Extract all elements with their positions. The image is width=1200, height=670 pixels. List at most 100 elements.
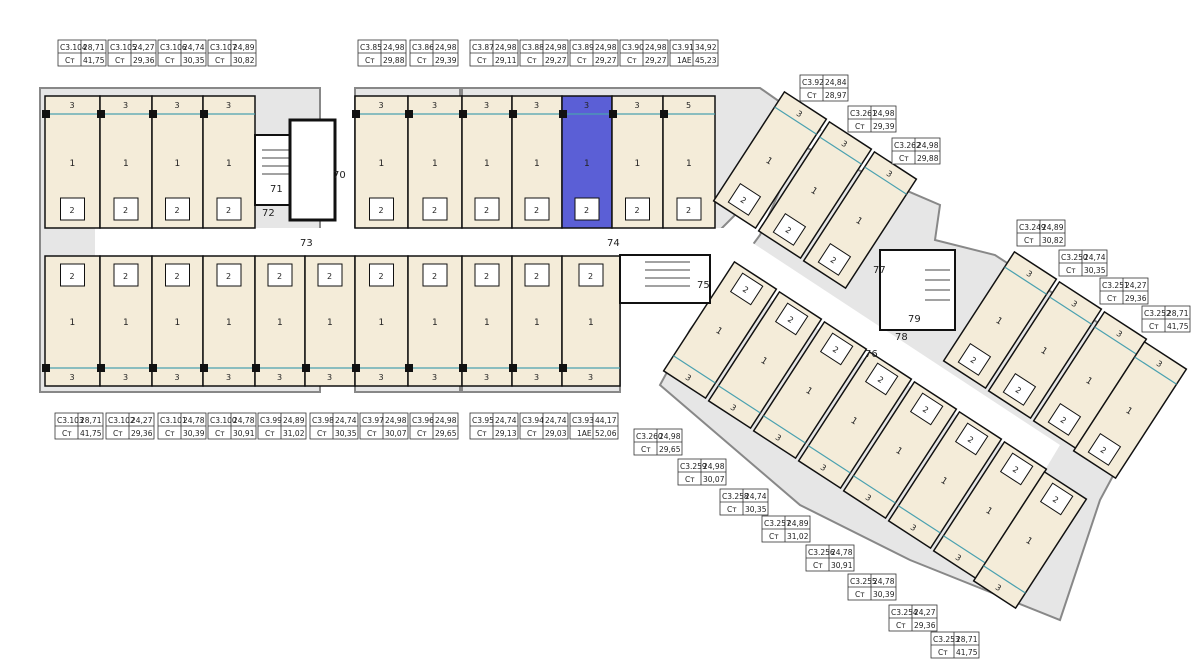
- unit-С3.250[interactable]: 312: [987, 280, 1103, 420]
- unit-code: С3.251: [1102, 281, 1129, 290]
- bedroom-label: 1: [534, 318, 540, 328]
- unit-С3.104[interactable]: 312: [42, 95, 101, 229]
- unit-С3.90[interactable]: 312: [609, 95, 664, 229]
- unit-С3.95[interactable]: 312: [459, 255, 513, 387]
- unit-С3.259[interactable]: 312: [707, 290, 823, 430]
- unit-С3.87[interactable]: 312: [459, 95, 513, 229]
- unit-С3.102[interactable]: 312: [97, 255, 153, 387]
- unit-С3.105[interactable]: 312: [97, 95, 153, 229]
- unit-С3.86[interactable]: 312: [405, 95, 463, 229]
- unit-С3.261[interactable]: 312: [757, 120, 873, 260]
- unit-area: 24,98: [645, 43, 667, 52]
- bath-label: 2: [784, 225, 793, 235]
- unit-С3.257[interactable]: 312: [797, 350, 913, 490]
- bath-label: 2: [226, 206, 231, 215]
- unit-С3.255[interactable]: 312: [887, 410, 1003, 550]
- unit-С3.251[interactable]: 312: [1032, 310, 1148, 450]
- unit-total: 31,02: [787, 532, 809, 541]
- unit-С3.96[interactable]: 312: [405, 255, 463, 387]
- balcony-label: 3: [175, 101, 180, 110]
- bedroom-label: 1: [175, 318, 181, 328]
- unit-С3.258[interactable]: 312: [752, 320, 868, 460]
- unit-С3.93[interactable]: 312: [559, 255, 621, 387]
- unit-С3.249[interactable]: 312: [942, 250, 1058, 390]
- unit-С3.101[interactable]: 312: [149, 255, 204, 387]
- unit-С3.88[interactable]: 312: [509, 95, 563, 229]
- unit-С3.100[interactable]: 312: [200, 255, 256, 387]
- unit-С3.99[interactable]: 312: [252, 255, 306, 387]
- unit-С3.256[interactable]: 312: [842, 380, 958, 520]
- unit-code: С3.104: [60, 43, 87, 52]
- unit-area: 24,98: [545, 43, 567, 52]
- unit-С3.262[interactable]: 312: [802, 150, 918, 290]
- unit-total: 45,23: [695, 56, 717, 65]
- unit-С3.85[interactable]: 312: [352, 95, 409, 229]
- unit-area: 24,98: [435, 416, 457, 425]
- balcony-label: 3: [432, 373, 437, 382]
- unit-С3.103[interactable]: 312: [42, 255, 101, 387]
- balcony-label: 3: [432, 101, 437, 110]
- bath-label: 2: [876, 375, 885, 385]
- balcony-label: 3: [588, 373, 593, 382]
- unit-С3.107[interactable]: 312: [200, 95, 256, 229]
- unit-total: 29,27: [595, 56, 617, 65]
- unit-С3.91[interactable]: 512: [660, 95, 716, 229]
- unit-type: Ст: [1107, 294, 1117, 303]
- unit-С3.106[interactable]: 312: [149, 95, 204, 229]
- unit-type: 1АЕ: [577, 429, 592, 438]
- unit-С3.89[interactable]: 312: [559, 95, 613, 229]
- unit-С3.260[interactable]: 312: [662, 260, 778, 400]
- unit-С3.253[interactable]: 312: [972, 470, 1088, 610]
- balcony-label: 3: [795, 109, 804, 119]
- unit-С3.97[interactable]: 312: [352, 255, 409, 387]
- bedroom-label: 1: [123, 318, 129, 328]
- bedroom-label: 1: [759, 356, 769, 368]
- balcony-label: 3: [534, 101, 539, 110]
- unit-С3.254[interactable]: 312: [932, 440, 1048, 580]
- unit-С3.94[interactable]: 312: [509, 255, 563, 387]
- bath-label: 2: [686, 206, 691, 215]
- unit-type: Ст: [813, 561, 823, 570]
- unit-С3.252[interactable]: 312: [1072, 340, 1188, 480]
- unit-С3.98[interactable]: 312: [302, 255, 356, 387]
- unit-total: 28,97: [825, 91, 847, 100]
- unit-С3.92[interactable]: 312: [712, 90, 828, 230]
